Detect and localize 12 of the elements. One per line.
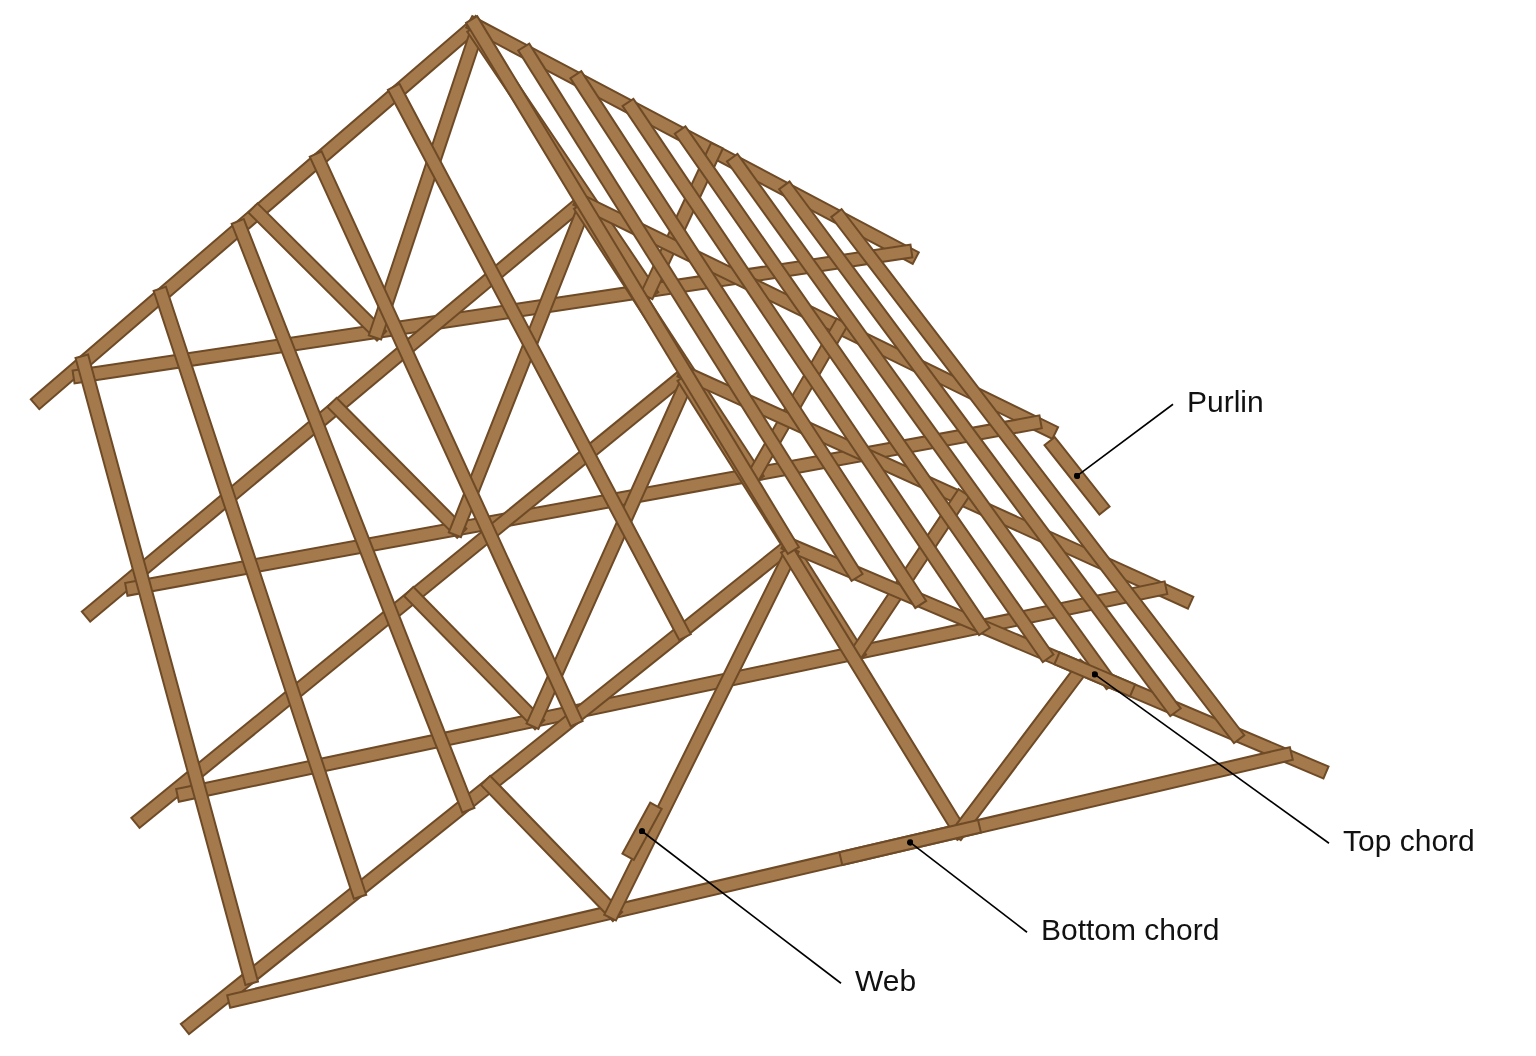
leader-line	[1091, 671, 1330, 845]
timber-beam	[1055, 653, 1135, 696]
leader-line	[638, 828, 842, 985]
timber-beam	[839, 820, 981, 865]
part-label: Top chord	[1343, 824, 1475, 859]
timber-beam	[1046, 438, 1108, 513]
timber-beam	[623, 803, 661, 859]
leader-line	[906, 839, 1028, 934]
part-label: Bottom chord	[1041, 913, 1220, 948]
part-label: Web	[855, 964, 917, 999]
part-label: Purlin	[1187, 385, 1264, 420]
leader-line	[1073, 403, 1174, 479]
